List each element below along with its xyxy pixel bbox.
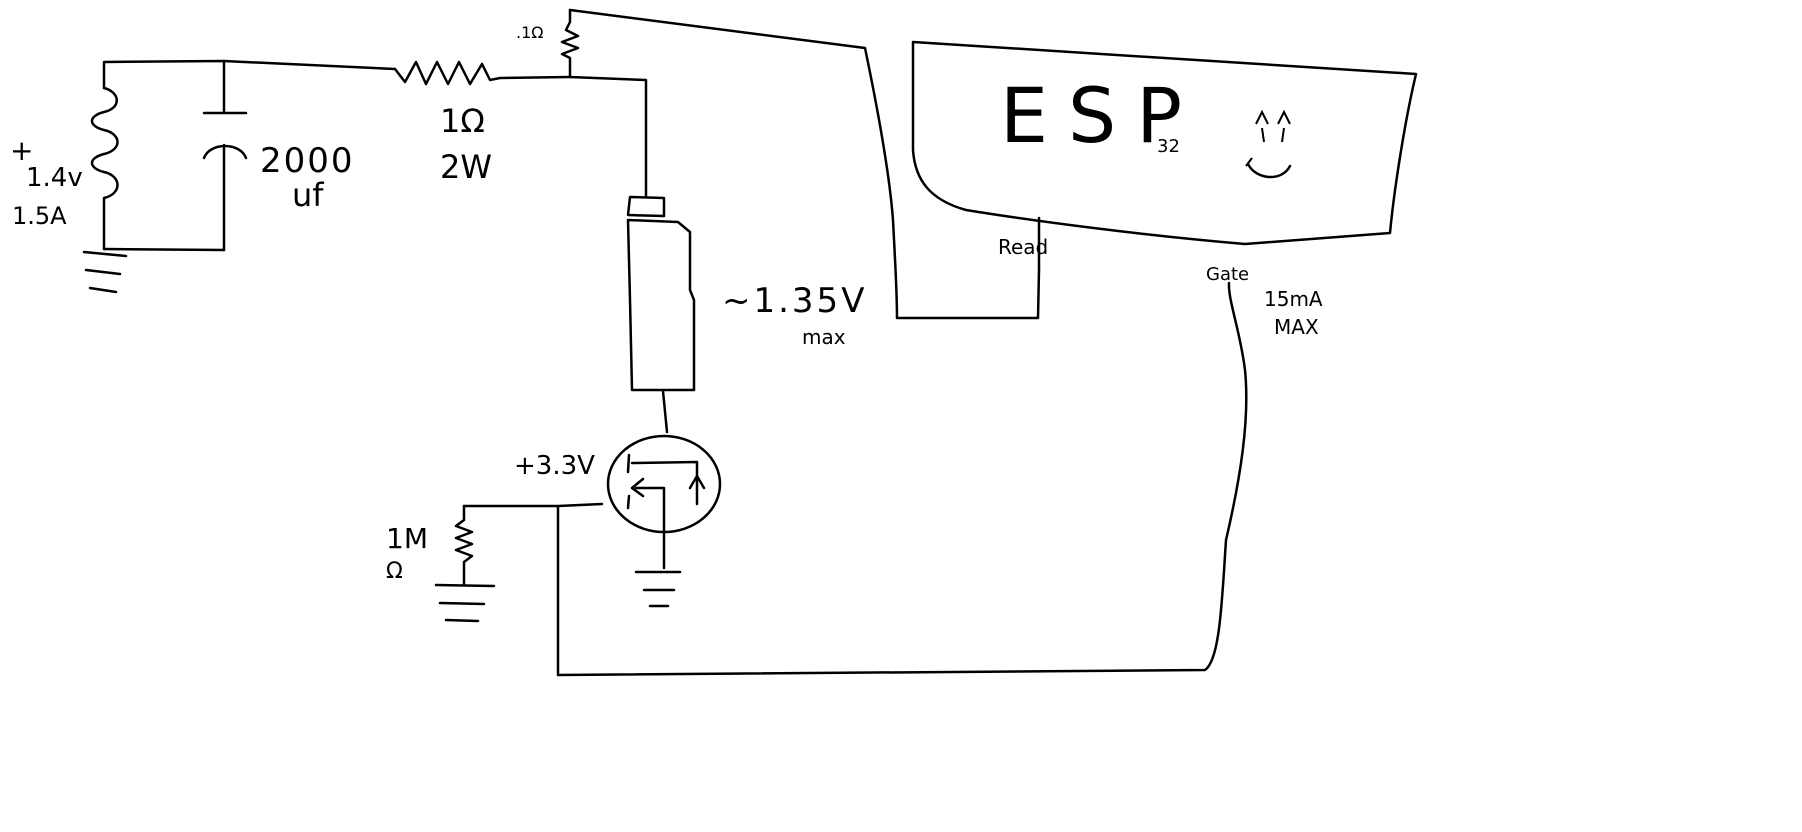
smiley-face-icon — [1245, 109, 1292, 179]
gate-pin-label: Gate — [1206, 264, 1249, 285]
read-pin-label: Read — [998, 235, 1048, 259]
wire-sense-to-read — [568, 8, 1041, 320]
mosfet-symbol-icon — [606, 389, 722, 608]
gate-voltage-label: +3.3V — [514, 451, 595, 481]
load-cap-icon — [626, 195, 666, 218]
esp32-subscript: 32 — [1157, 136, 1180, 157]
labels: + 1.4v 1.5A 2000 uf 1Ω 2W .1Ω ~1.35V max… — [10, 23, 1323, 584]
wire-top-left — [102, 59, 397, 90]
sense-branch — [560, 8, 1041, 320]
capacitor-value-label: 2000 — [260, 141, 355, 181]
esp32-label: ESP — [1000, 71, 1202, 160]
load-body — [626, 218, 696, 392]
supply-loop — [82, 59, 572, 294]
esp32-outline — [911, 40, 1418, 246]
sense-resistor-icon — [560, 8, 580, 79]
source-voltage-label: 1.4v — [26, 163, 83, 193]
wire-gate-loop — [462, 281, 1248, 677]
load-voltage-label: ~1.35V — [722, 281, 867, 321]
capacitor-symbol-icon — [202, 59, 248, 252]
source-plus-label: + — [10, 134, 33, 167]
wire-to-load — [568, 75, 648, 199]
sense-resistor-value-label: .1Ω — [516, 23, 544, 42]
ground-symbol-icon — [82, 250, 128, 294]
pulldown-unit-label: Ω — [386, 559, 403, 584]
source-current-label: 1.5A — [12, 202, 67, 230]
gate-current-note-label: MAX — [1274, 315, 1319, 339]
series-resistor-value-label: 1Ω — [440, 102, 485, 140]
esp32-board[interactable]: ESP 32 — [911, 40, 1418, 272]
capacitor-unit-label: uf — [292, 176, 324, 214]
source-coil-icon — [90, 86, 119, 251]
load-cell — [626, 195, 696, 392]
pulldown-resistor-icon — [454, 504, 474, 587]
wire-bottom-left — [102, 247, 226, 252]
load-note-label: max — [802, 325, 846, 349]
gate-current-label: 15mA — [1264, 287, 1323, 311]
series-resistor-icon — [393, 60, 572, 86]
pulldown-value-label: 1M — [386, 522, 428, 555]
series-resistor-power-label: 2W — [440, 148, 492, 186]
gate-network — [434, 281, 1248, 677]
